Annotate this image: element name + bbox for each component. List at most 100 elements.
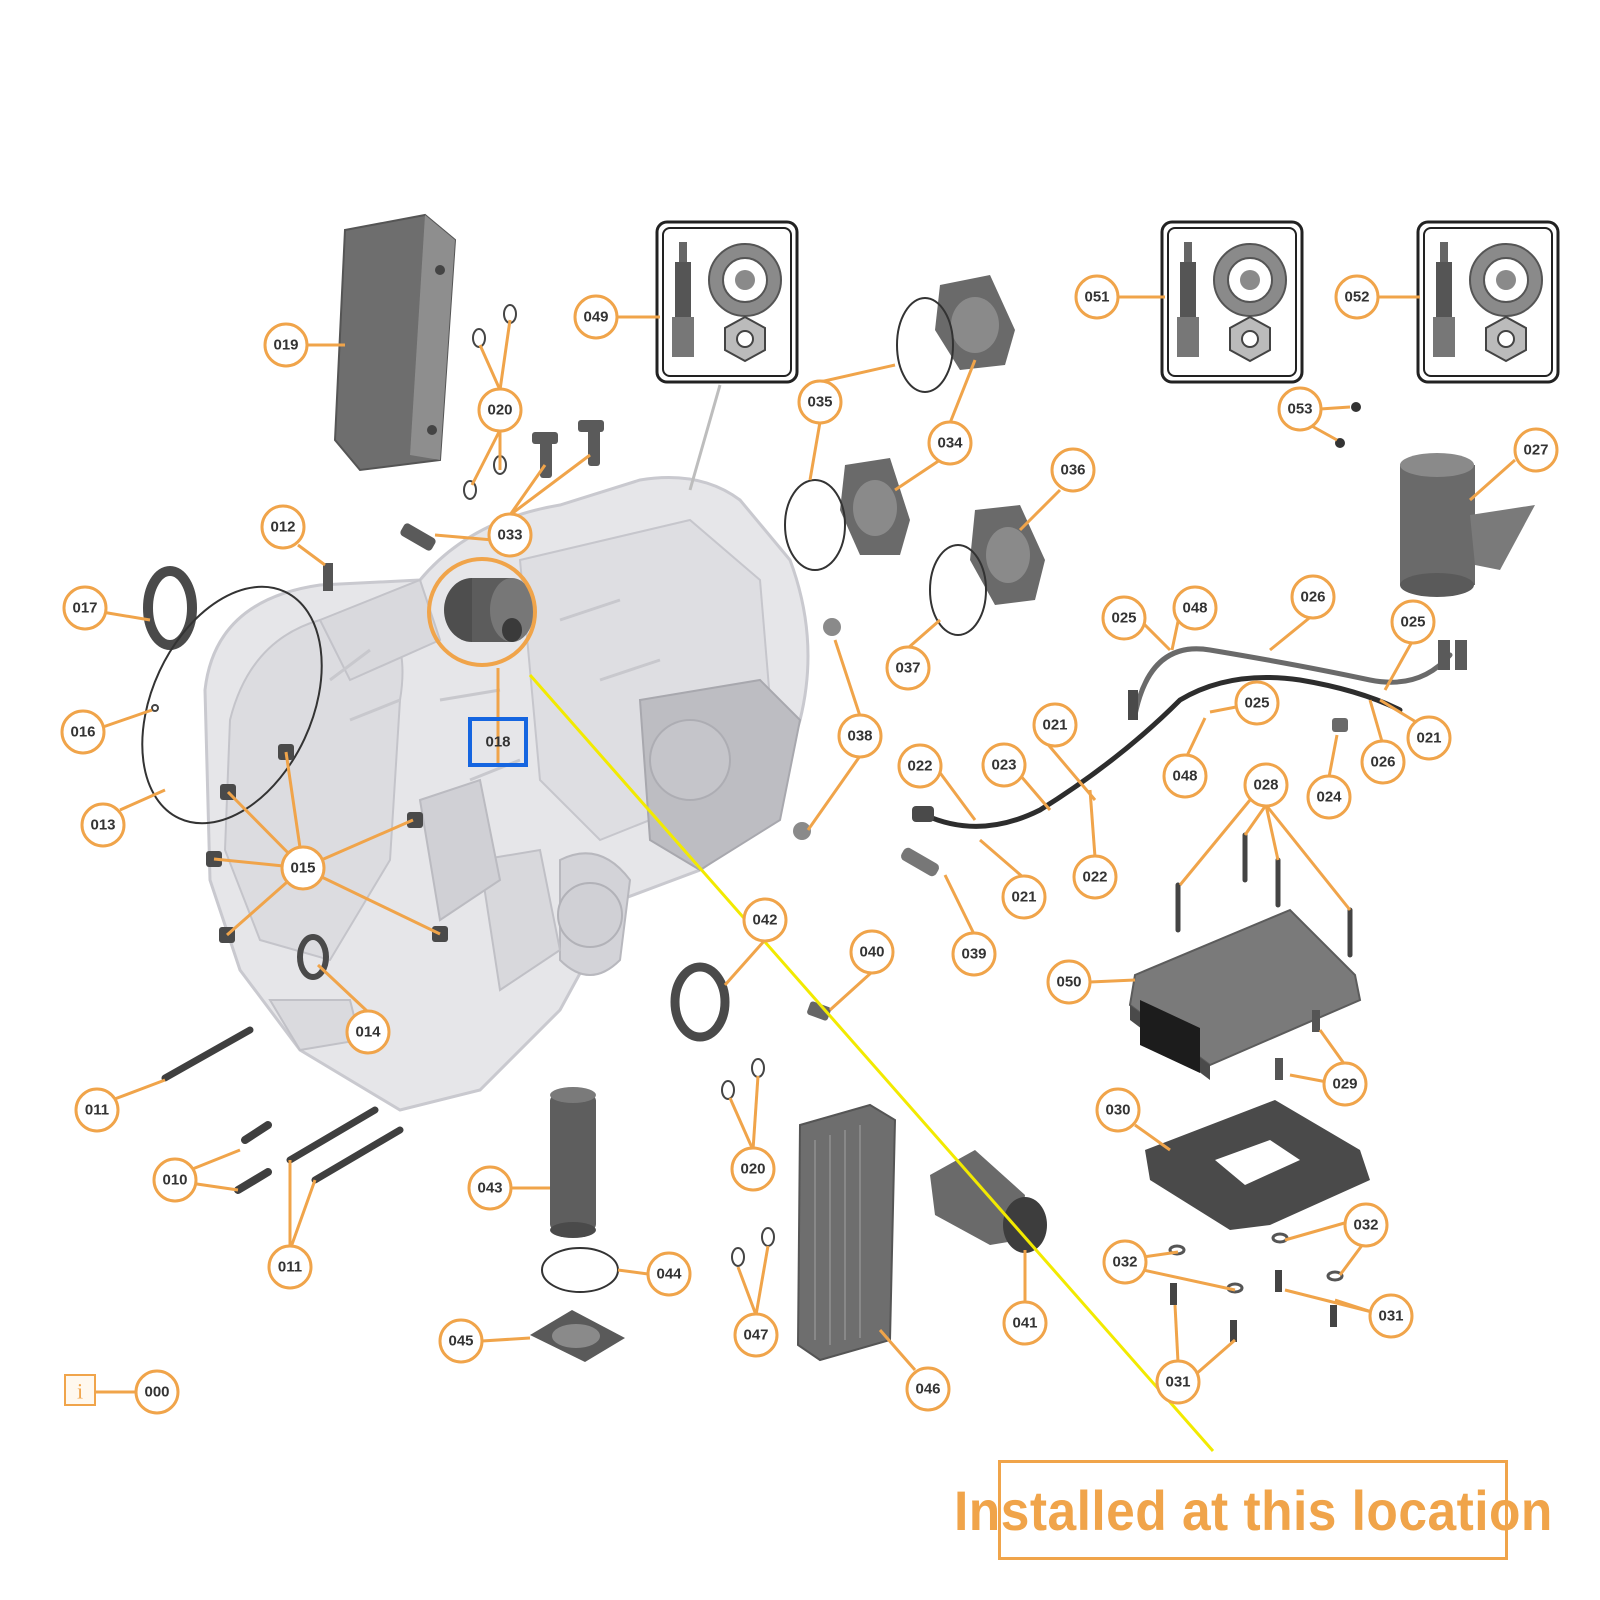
leader-line: [1194, 1338, 1236, 1377]
callout-050[interactable]: 050: [1046, 959, 1092, 1005]
callout-010[interactable]: 010: [152, 1157, 198, 1203]
part-034-cover-upper: [935, 275, 1015, 370]
callout-circle: [280, 845, 326, 891]
part-012-bolt: [323, 563, 333, 591]
callout-051[interactable]: 051: [1074, 274, 1120, 320]
callout-label: 016: [70, 724, 95, 741]
callout-label: 032: [1112, 1254, 1137, 1271]
callout-040[interactable]: 040: [849, 929, 895, 975]
callout-label: 032: [1353, 1217, 1378, 1234]
callout-013[interactable]: 013: [80, 802, 126, 848]
part-033-sensors: [400, 420, 604, 551]
callout-label: 053: [1287, 401, 1312, 418]
callout-label: 047: [743, 1327, 768, 1344]
callout-025[interactable]: 025: [1234, 680, 1280, 726]
info-icon[interactable]: i: [64, 1374, 96, 1406]
part-029-pins: [1275, 1010, 1320, 1080]
callout-025[interactable]: 025: [1390, 599, 1436, 645]
callout-047[interactable]: 047: [733, 1312, 779, 1358]
callout-012[interactable]: 012: [260, 504, 306, 550]
callout-015[interactable]: 015: [280, 845, 326, 891]
callout-circle: [1343, 1202, 1389, 1248]
callout-048[interactable]: 048: [1172, 585, 1218, 631]
callout-032[interactable]: 032: [1343, 1202, 1389, 1248]
callout-038[interactable]: 038: [837, 713, 883, 759]
callout-043[interactable]: 043: [467, 1165, 513, 1211]
callout-circle: [1360, 739, 1406, 785]
callout-label: 026: [1300, 589, 1325, 606]
callout-027[interactable]: 027: [1513, 427, 1559, 473]
callout-circle: [646, 1251, 692, 1297]
callout-020[interactable]: 020: [730, 1146, 776, 1192]
callout-016[interactable]: 016: [60, 709, 106, 755]
part-036-cover: [970, 505, 1045, 605]
part-031-bolts: [1170, 1270, 1337, 1342]
leader-line: [470, 429, 502, 486]
callout-044[interactable]: 044: [646, 1251, 692, 1297]
callout-017[interactable]: 017: [62, 585, 108, 631]
kit-pointer-line: [688, 384, 722, 491]
callout-034[interactable]: 034: [927, 420, 973, 466]
leader-line: [434, 533, 494, 542]
callout-circle: [487, 512, 533, 558]
callout-021[interactable]: 021: [1032, 702, 1078, 748]
leader-line: [1327, 734, 1339, 778]
callout-049[interactable]: 049: [573, 294, 619, 340]
leader-line: [1243, 804, 1268, 836]
callout-042[interactable]: 042: [742, 897, 788, 943]
callout-039[interactable]: 039: [951, 931, 997, 977]
callout-029[interactable]: 029: [1322, 1061, 1368, 1107]
svg-text:i: i: [77, 1379, 83, 1404]
callout-014[interactable]: 014: [345, 1009, 391, 1055]
callout-036[interactable]: 036: [1050, 447, 1096, 493]
callout-030[interactable]: 030: [1095, 1087, 1141, 1133]
callout-circle: [1172, 585, 1218, 631]
callout-028[interactable]: 028: [1243, 762, 1289, 808]
callout-023[interactable]: 023: [981, 742, 1027, 788]
callout-032[interactable]: 032: [1102, 1239, 1148, 1285]
callout-025[interactable]: 025: [1101, 595, 1147, 641]
callout-033[interactable]: 033: [487, 512, 533, 558]
install-location-text: Installed at this location: [953, 1478, 1553, 1542]
callout-000[interactable]: 000: [134, 1369, 180, 1415]
callout-048[interactable]: 048: [1162, 753, 1208, 799]
callout-circle: [467, 1165, 513, 1211]
callout-031[interactable]: 031: [1368, 1293, 1414, 1339]
callout-022[interactable]: 022: [897, 743, 943, 789]
callout-label: 048: [1182, 600, 1207, 617]
callout-label: 012: [270, 519, 295, 536]
part-028-bolts: [1175, 832, 1353, 958]
callout-label: 026: [1370, 754, 1395, 771]
callout-021[interactable]: 021: [1406, 715, 1452, 761]
callout-label: 034: [937, 435, 963, 452]
wiring-harness: [912, 640, 1467, 829]
callout-022[interactable]: 022: [1072, 854, 1118, 900]
part-038-plugs: [793, 618, 841, 840]
callout-011[interactable]: 011: [267, 1244, 313, 1290]
callout-circle: [1290, 574, 1336, 620]
callout-011[interactable]: 011: [74, 1087, 120, 1133]
callout-053[interactable]: 053: [1277, 386, 1323, 432]
callout-035[interactable]: 035: [797, 379, 843, 425]
leader-line: [1173, 1304, 1180, 1363]
callout-label: 033: [497, 527, 522, 544]
callout-037[interactable]: 037: [885, 645, 931, 691]
callout-045[interactable]: 045: [438, 1318, 484, 1364]
callout-026[interactable]: 026: [1290, 574, 1336, 620]
callout-021[interactable]: 021: [1001, 874, 1047, 920]
callout-020[interactable]: 020: [477, 387, 523, 433]
callout-018[interactable]: 018: [485, 734, 510, 751]
callout-031[interactable]: 031: [1155, 1359, 1201, 1405]
callout-046[interactable]: 046: [905, 1366, 951, 1412]
callout-label: 049: [583, 309, 608, 326]
callout-041[interactable]: 041: [1002, 1300, 1048, 1346]
callout-024[interactable]: 024: [1306, 774, 1352, 820]
callout-circle: [927, 420, 973, 466]
callout-052[interactable]: 052: [1334, 274, 1380, 320]
callout-019[interactable]: 019: [263, 322, 309, 368]
leader-line: [736, 1266, 758, 1316]
callout-circle: [1334, 274, 1380, 320]
callout-label: 024: [1316, 789, 1342, 806]
callout-026[interactable]: 026: [1360, 739, 1406, 785]
callout-label: 035: [807, 394, 832, 411]
